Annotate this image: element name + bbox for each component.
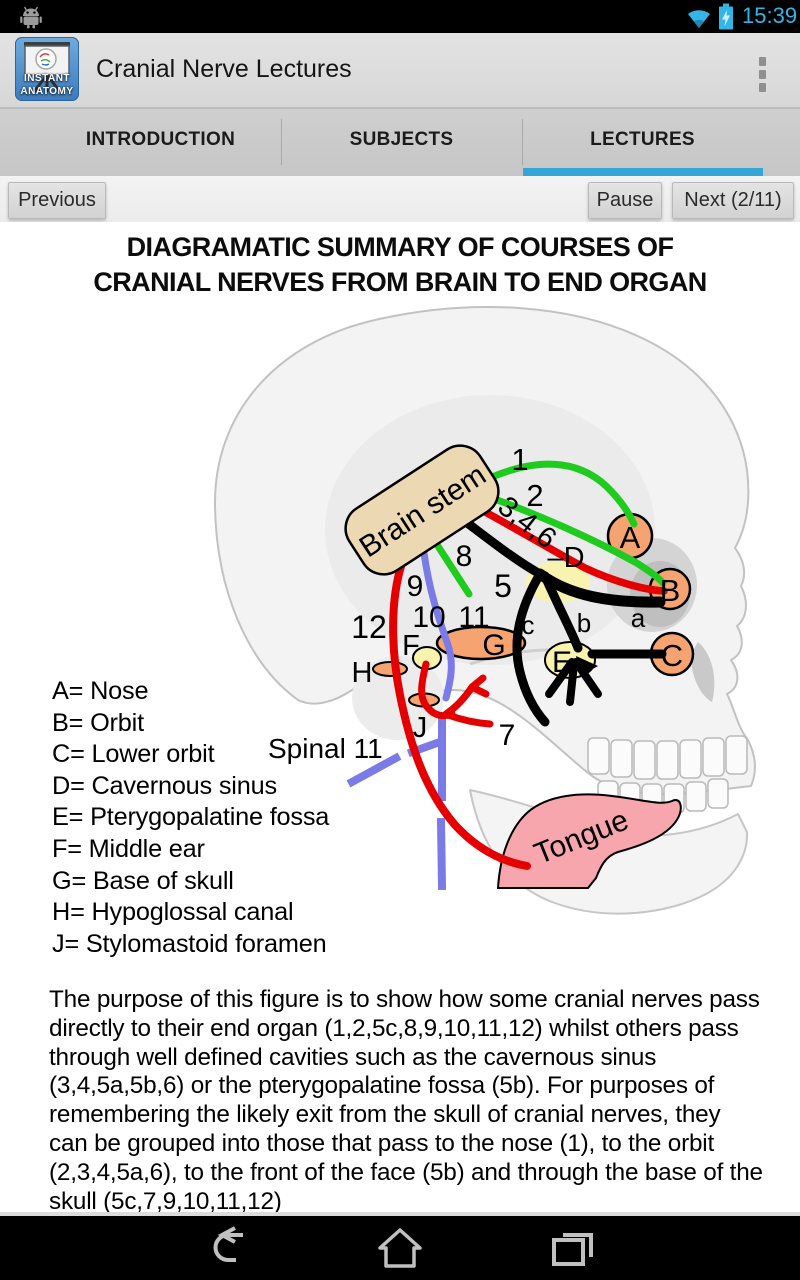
label-nerve-2: 2 <box>526 478 543 513</box>
app-icon[interactable]: INSTANT ANATOMY <box>15 37 79 101</box>
skull-upper-teeth <box>587 735 748 780</box>
label-nerve-8: 8 <box>456 540 473 573</box>
label-nerve-1: 1 <box>511 442 528 477</box>
label-site-F: F <box>402 630 420 662</box>
label-branch-c: c <box>522 610 535 640</box>
nerve-5b-line <box>540 571 583 653</box>
previous-button[interactable]: Previous <box>8 182 106 219</box>
tab-divider <box>522 119 523 165</box>
app-icon-text-line1: INSTANT <box>23 73 71 84</box>
nerve-lines <box>346 460 668 891</box>
label-site-C: C <box>661 638 683 673</box>
label-nerve-5: 5 <box>494 568 512 604</box>
label-site-G: G <box>482 629 505 662</box>
lecture-slide: DIAGRAMATIC SUMMARY OF COURSES OF CRANIA… <box>0 222 800 1216</box>
lecture-controls: Previous Pause Next (2/11) <box>0 176 800 222</box>
status-bar: 15:39 <box>0 0 800 33</box>
cranial-nerve-diagram: Brain stem 1 2 3,4,6 8 9 5 12 10 11 7 –D… <box>213 306 756 915</box>
nerve-8-line <box>430 536 473 598</box>
next-button[interactable]: Next (2/11) <box>672 182 794 219</box>
navigation-bar <box>0 1216 800 1280</box>
legend-item-C: C= Lower orbit <box>52 740 215 769</box>
legend-item-F: F= Middle ear <box>52 834 205 863</box>
active-tab-indicator <box>523 168 763 177</box>
legend-item-J: J= Stylomastoid foramen <box>52 929 327 958</box>
nerve-7-line <box>418 660 494 728</box>
wifi-icon <box>688 10 710 28</box>
label-nerve-10: 10 <box>412 601 445 634</box>
battery-icon <box>719 3 733 30</box>
label-site-D: –D <box>547 542 584 574</box>
label-site-B: B <box>660 573 681 608</box>
legend-item-H: H= Hypoglossal canal <box>52 898 294 927</box>
nerve-5-trunk-line <box>457 514 545 579</box>
pause-button[interactable]: Pause <box>588 182 662 219</box>
tab-bar: INTRODUCTION SUBJECTS LECTURES <box>0 108 800 177</box>
figure-title-line1: DIAGRAMATIC SUMMARY OF COURSES OF <box>126 232 674 262</box>
label-site-E: E <box>552 646 572 679</box>
nerve-2-line <box>482 492 667 587</box>
clock-text: 15:39 <box>742 3 798 28</box>
label-nerve-11: 11 <box>458 601 489 634</box>
figure-title-line2: CRANIAL NERVES FROM BRAIN TO END ORGAN <box>93 267 707 297</box>
nerve-5c-line <box>512 569 550 727</box>
legend-item-G: G= Base of skull <box>52 866 234 895</box>
label-site-J: J <box>413 712 428 744</box>
legend-item-E: E= Pterygopalatine fossa <box>52 803 330 832</box>
home-icon[interactable] <box>374 1226 426 1270</box>
label-spinal-11: Spinal 11 <box>268 733 383 764</box>
nerve-1-line <box>488 460 638 528</box>
label-nerve-7: 7 <box>499 719 516 752</box>
label-branch-b: b <box>577 608 591 638</box>
skull-nasal-aperture <box>690 642 715 702</box>
label-site-H: H <box>352 657 373 689</box>
tab-lectures[interactable]: LECTURES <box>590 129 695 150</box>
label-nerve-9: 9 <box>407 570 424 603</box>
back-icon[interactable] <box>207 1226 259 1270</box>
legend-item-A: A= Nose <box>52 677 149 705</box>
label-site-A: A <box>620 520 641 555</box>
tongue-shape <box>496 793 682 889</box>
brain-stem: Brain stem <box>344 444 500 576</box>
tab-subjects[interactable]: SUBJECTS <box>349 129 454 150</box>
figure-title: DIAGRAMATIC SUMMARY OF COURSES OF CRANIA… <box>0 230 800 300</box>
app-icon-text-line2: ANATOMY <box>20 86 74 97</box>
projector-screen-icon <box>24 42 70 94</box>
tab-divider <box>281 119 282 165</box>
android-icon <box>20 6 42 29</box>
recents-icon[interactable] <box>546 1226 598 1270</box>
action-bar: INSTANT ANATOMY Cranial Nerve Lectures <box>0 33 800 108</box>
nerve-E-arrowhead <box>576 656 598 676</box>
label-branch-a: a <box>631 603 646 633</box>
nerve-346-line <box>472 503 668 595</box>
content-end-divider <box>0 1212 800 1216</box>
site-H-hypoglossal-canal <box>372 661 408 677</box>
legend-item-B: B= Orbit <box>52 708 144 737</box>
legend-item-D: D= Cavernous sinus <box>52 771 277 800</box>
tab-introduction[interactable]: INTRODUCTION <box>85 129 236 150</box>
label-nerve-12: 12 <box>351 609 387 645</box>
figure-caption: The purpose of this figure is to show ho… <box>49 986 763 1215</box>
site-G-base-of-skull <box>435 625 527 661</box>
overflow-menu-icon[interactable] <box>748 53 776 93</box>
figure-legend: A= Nose B= Orbit C= Lower orbit D= Caver… <box>52 676 329 960</box>
nerve-12-line <box>389 559 531 870</box>
spinal-11-dashes <box>346 718 447 891</box>
nerve-9-10-11-line <box>420 549 455 702</box>
page-title: Cranial Nerve Lectures <box>96 55 352 83</box>
brain-stem-box <box>344 444 500 576</box>
